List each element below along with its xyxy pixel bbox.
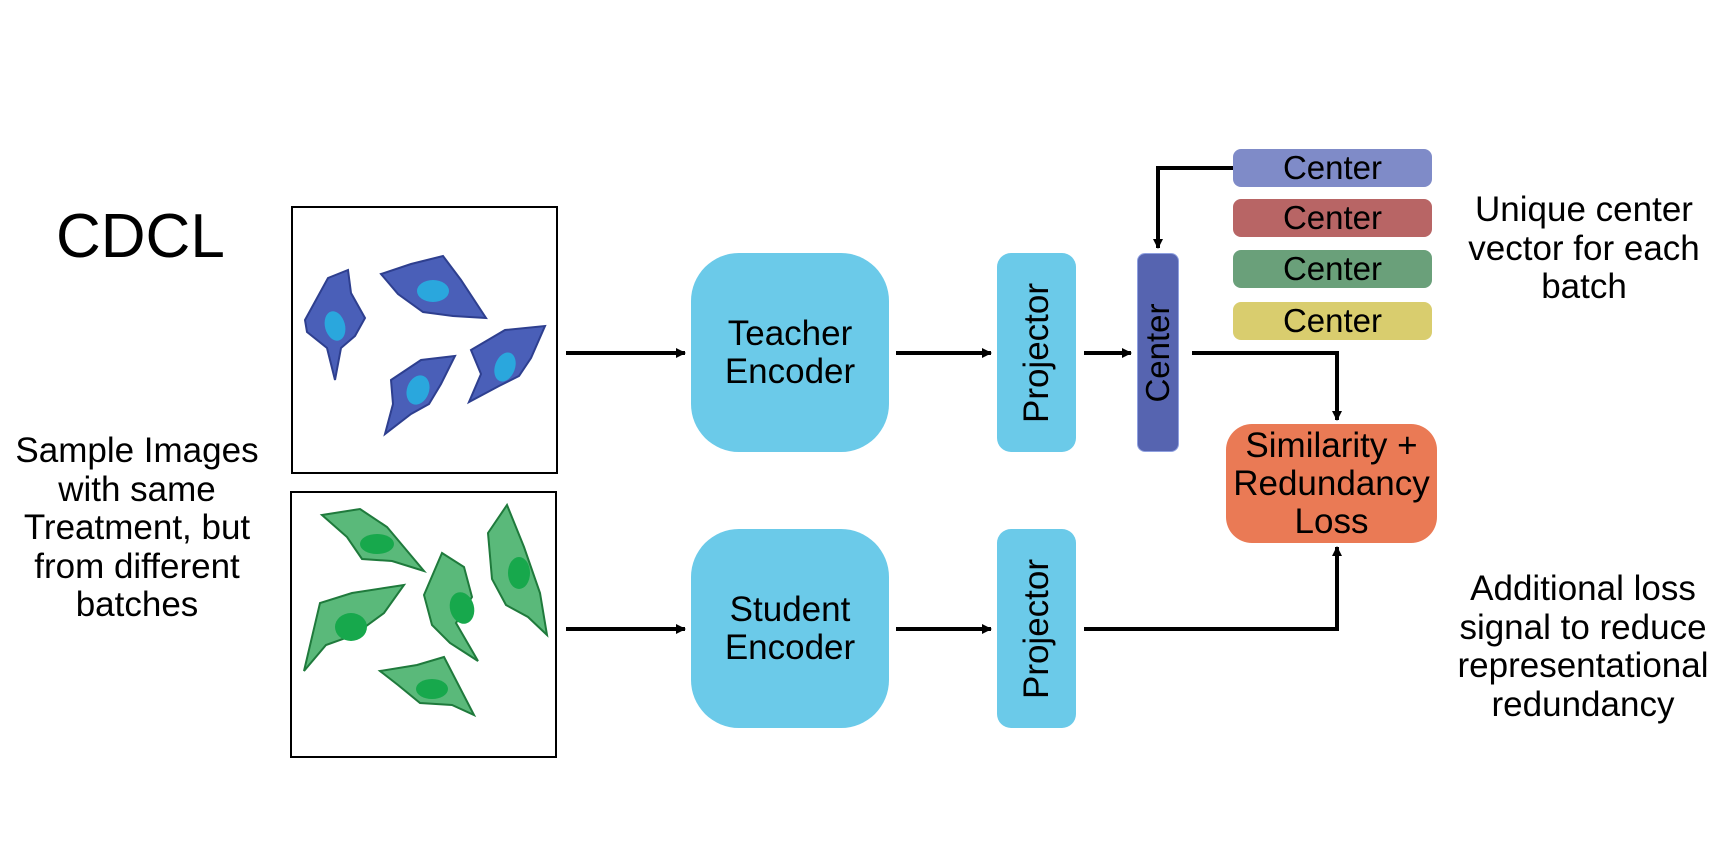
blue-cell-nucleus: [406, 375, 430, 405]
green-cell-nucleus: [335, 613, 367, 641]
teacher-encoder-line: Encoder: [724, 351, 856, 391]
caption-line: Unique center: [1475, 190, 1693, 229]
similarity-redundancy-loss: Similarity + Redundancy Loss: [1226, 424, 1437, 543]
teacher-encoder: Teacher Encoder: [691, 253, 889, 452]
green-cell-nucleus: [449, 592, 475, 624]
loss-line: Redundancy: [1233, 463, 1430, 503]
teacher-encoder-line: Teacher: [727, 313, 853, 353]
caption-line: batches: [75, 585, 199, 624]
center-vector-red: Center: [1233, 199, 1432, 237]
arrow-projector-to-loss: [1084, 546, 1342, 631]
caption-line: representational: [1457, 646, 1709, 685]
diagram-title: CDCL: [56, 202, 225, 271]
caption-line: Additional loss: [1470, 569, 1696, 608]
caption-line: signal to reduce: [1459, 607, 1707, 647]
center-vector-caption: Unique center vector for each batch: [1450, 190, 1718, 307]
student-encoder-line: Encoder: [724, 627, 856, 667]
projector-top: Projector: [997, 253, 1076, 452]
student-encoder: Student Encoder: [691, 529, 889, 728]
projector-bottom: Projector: [997, 529, 1076, 728]
loss-line: Loss: [1294, 501, 1369, 541]
blue-cell-nucleus: [324, 311, 346, 341]
caption-line: Treatment, but: [23, 508, 251, 547]
green-cell-nucleus: [508, 557, 530, 589]
blue-cell-nucleus: [417, 280, 449, 302]
blue-cell-nucleus: [494, 352, 516, 382]
arrow-center-vector-to-center: [1153, 166, 1233, 249]
sample-image-blue-cells: [291, 206, 558, 474]
additional-loss-caption: Additional loss signal to reduce represe…: [1444, 569, 1722, 724]
center-vector-green: Center: [1233, 250, 1432, 288]
student-encoder-line: Student: [729, 589, 851, 629]
green-cell-nucleus: [416, 679, 448, 699]
caption-line: batch: [1541, 267, 1627, 306]
caption-line: vector for each: [1468, 228, 1700, 268]
center-vector-blue: Center: [1233, 149, 1432, 187]
arrow-center-to-loss: [1192, 351, 1342, 421]
caption-line: with same: [58, 469, 216, 509]
caption-line: redundancy: [1491, 684, 1675, 724]
sample-image-green-cells: [290, 491, 557, 758]
blue-cells-illustration: [303, 254, 547, 437]
sample-images-caption: Sample Images with same Treatment, but f…: [0, 431, 274, 625]
green-cells-illustration: [303, 502, 549, 718]
center-vector-yellow: Center: [1233, 302, 1432, 340]
caption-line: from different: [34, 546, 240, 586]
loss-line: Similarity +: [1245, 425, 1418, 465]
green-cell-nucleus: [360, 534, 394, 554]
caption-line: Sample Images: [15, 431, 259, 470]
centering-block: Center: [1137, 253, 1179, 452]
